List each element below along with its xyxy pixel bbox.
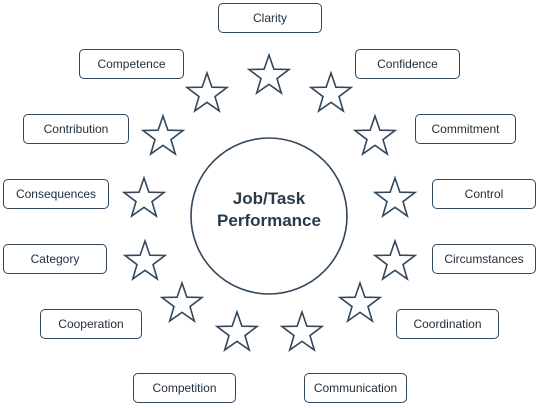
star-icon [214,309,260,352]
center-title-line1: Job/Task [232,189,306,208]
label-coordination: Coordination [396,309,499,339]
center-title: Job/Task Performance [189,188,349,232]
star-icon [122,238,168,281]
stars-ring [121,52,418,352]
label-consequences: Consequences [3,179,109,209]
label-cooperation: Cooperation [40,309,142,339]
label-circumstances: Circumstances [432,244,536,274]
star-icon [372,175,418,218]
star-icon [352,113,398,156]
star-icon [246,52,292,95]
label-category: Category [3,244,107,274]
star-icon [184,70,230,113]
star-icon [159,280,205,323]
star-icon [372,238,418,281]
label-control: Control [432,179,536,209]
center-title-line2: Performance [217,211,321,230]
label-clarity: Clarity [218,3,322,33]
star-icon [308,70,354,113]
label-competition: Competition [133,373,236,403]
label-competence: Competence [79,49,184,79]
label-communication: Communication [304,373,407,403]
star-icon [337,280,383,323]
star-icon [279,309,325,352]
star-icon [140,113,186,156]
label-confidence: Confidence [355,49,460,79]
center-circle [190,137,348,295]
label-commitment: Commitment [415,114,516,144]
label-contribution: Contribution [23,114,129,144]
star-icon [121,175,167,218]
